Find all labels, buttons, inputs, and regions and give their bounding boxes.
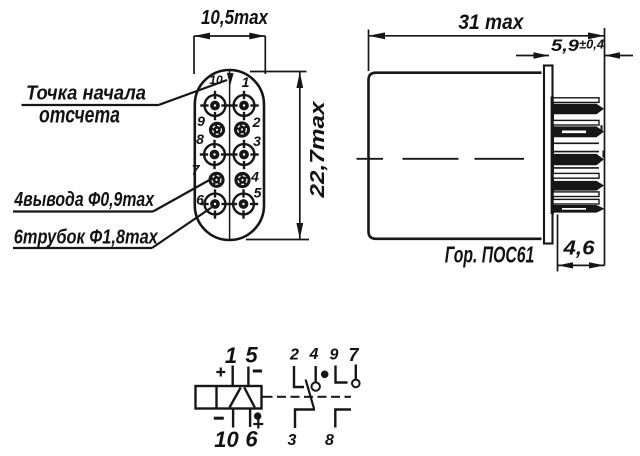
svg-text:9: 9 <box>197 113 205 129</box>
svg-text:3: 3 <box>288 432 297 449</box>
svg-text:4вывода Ф0,9max: 4вывода Ф0,9max <box>14 188 156 211</box>
svg-text:5,9±0,4: 5,9±0,4 <box>551 36 605 55</box>
svg-text:7: 7 <box>192 162 201 178</box>
svg-text:10: 10 <box>209 73 223 87</box>
svg-text:8: 8 <box>325 432 334 449</box>
svg-text:5: 5 <box>254 185 262 201</box>
svg-text:Точка начала: Точка начала <box>26 83 146 105</box>
svg-text:6: 6 <box>196 192 204 208</box>
svg-text:3: 3 <box>253 133 261 149</box>
svg-text:7: 7 <box>348 345 359 365</box>
svg-text:8: 8 <box>196 131 204 147</box>
svg-text:2: 2 <box>252 114 261 130</box>
svg-text:22,7max: 22,7max <box>307 100 329 198</box>
svg-text:9: 9 <box>330 347 339 364</box>
svg-text:5: 5 <box>245 343 258 368</box>
svg-text:Гор. ПОС61: Гор. ПОС61 <box>445 242 535 268</box>
svg-text:4,6: 4,6 <box>562 238 595 260</box>
svg-text:10,5max: 10,5max <box>201 7 269 29</box>
svg-text:2: 2 <box>289 347 299 364</box>
svg-text:1: 1 <box>242 74 250 90</box>
svg-text:10: 10 <box>214 427 239 452</box>
svg-text:отсчета: отсчета <box>39 102 120 128</box>
svg-text:6трубок Ф1,8max: 6трубок Ф1,8max <box>14 226 159 249</box>
svg-text:31 max: 31 max <box>458 11 524 34</box>
svg-text:1: 1 <box>225 343 237 368</box>
svg-text:4: 4 <box>250 169 259 185</box>
svg-text:4: 4 <box>309 346 319 363</box>
svg-text:6: 6 <box>245 427 258 452</box>
